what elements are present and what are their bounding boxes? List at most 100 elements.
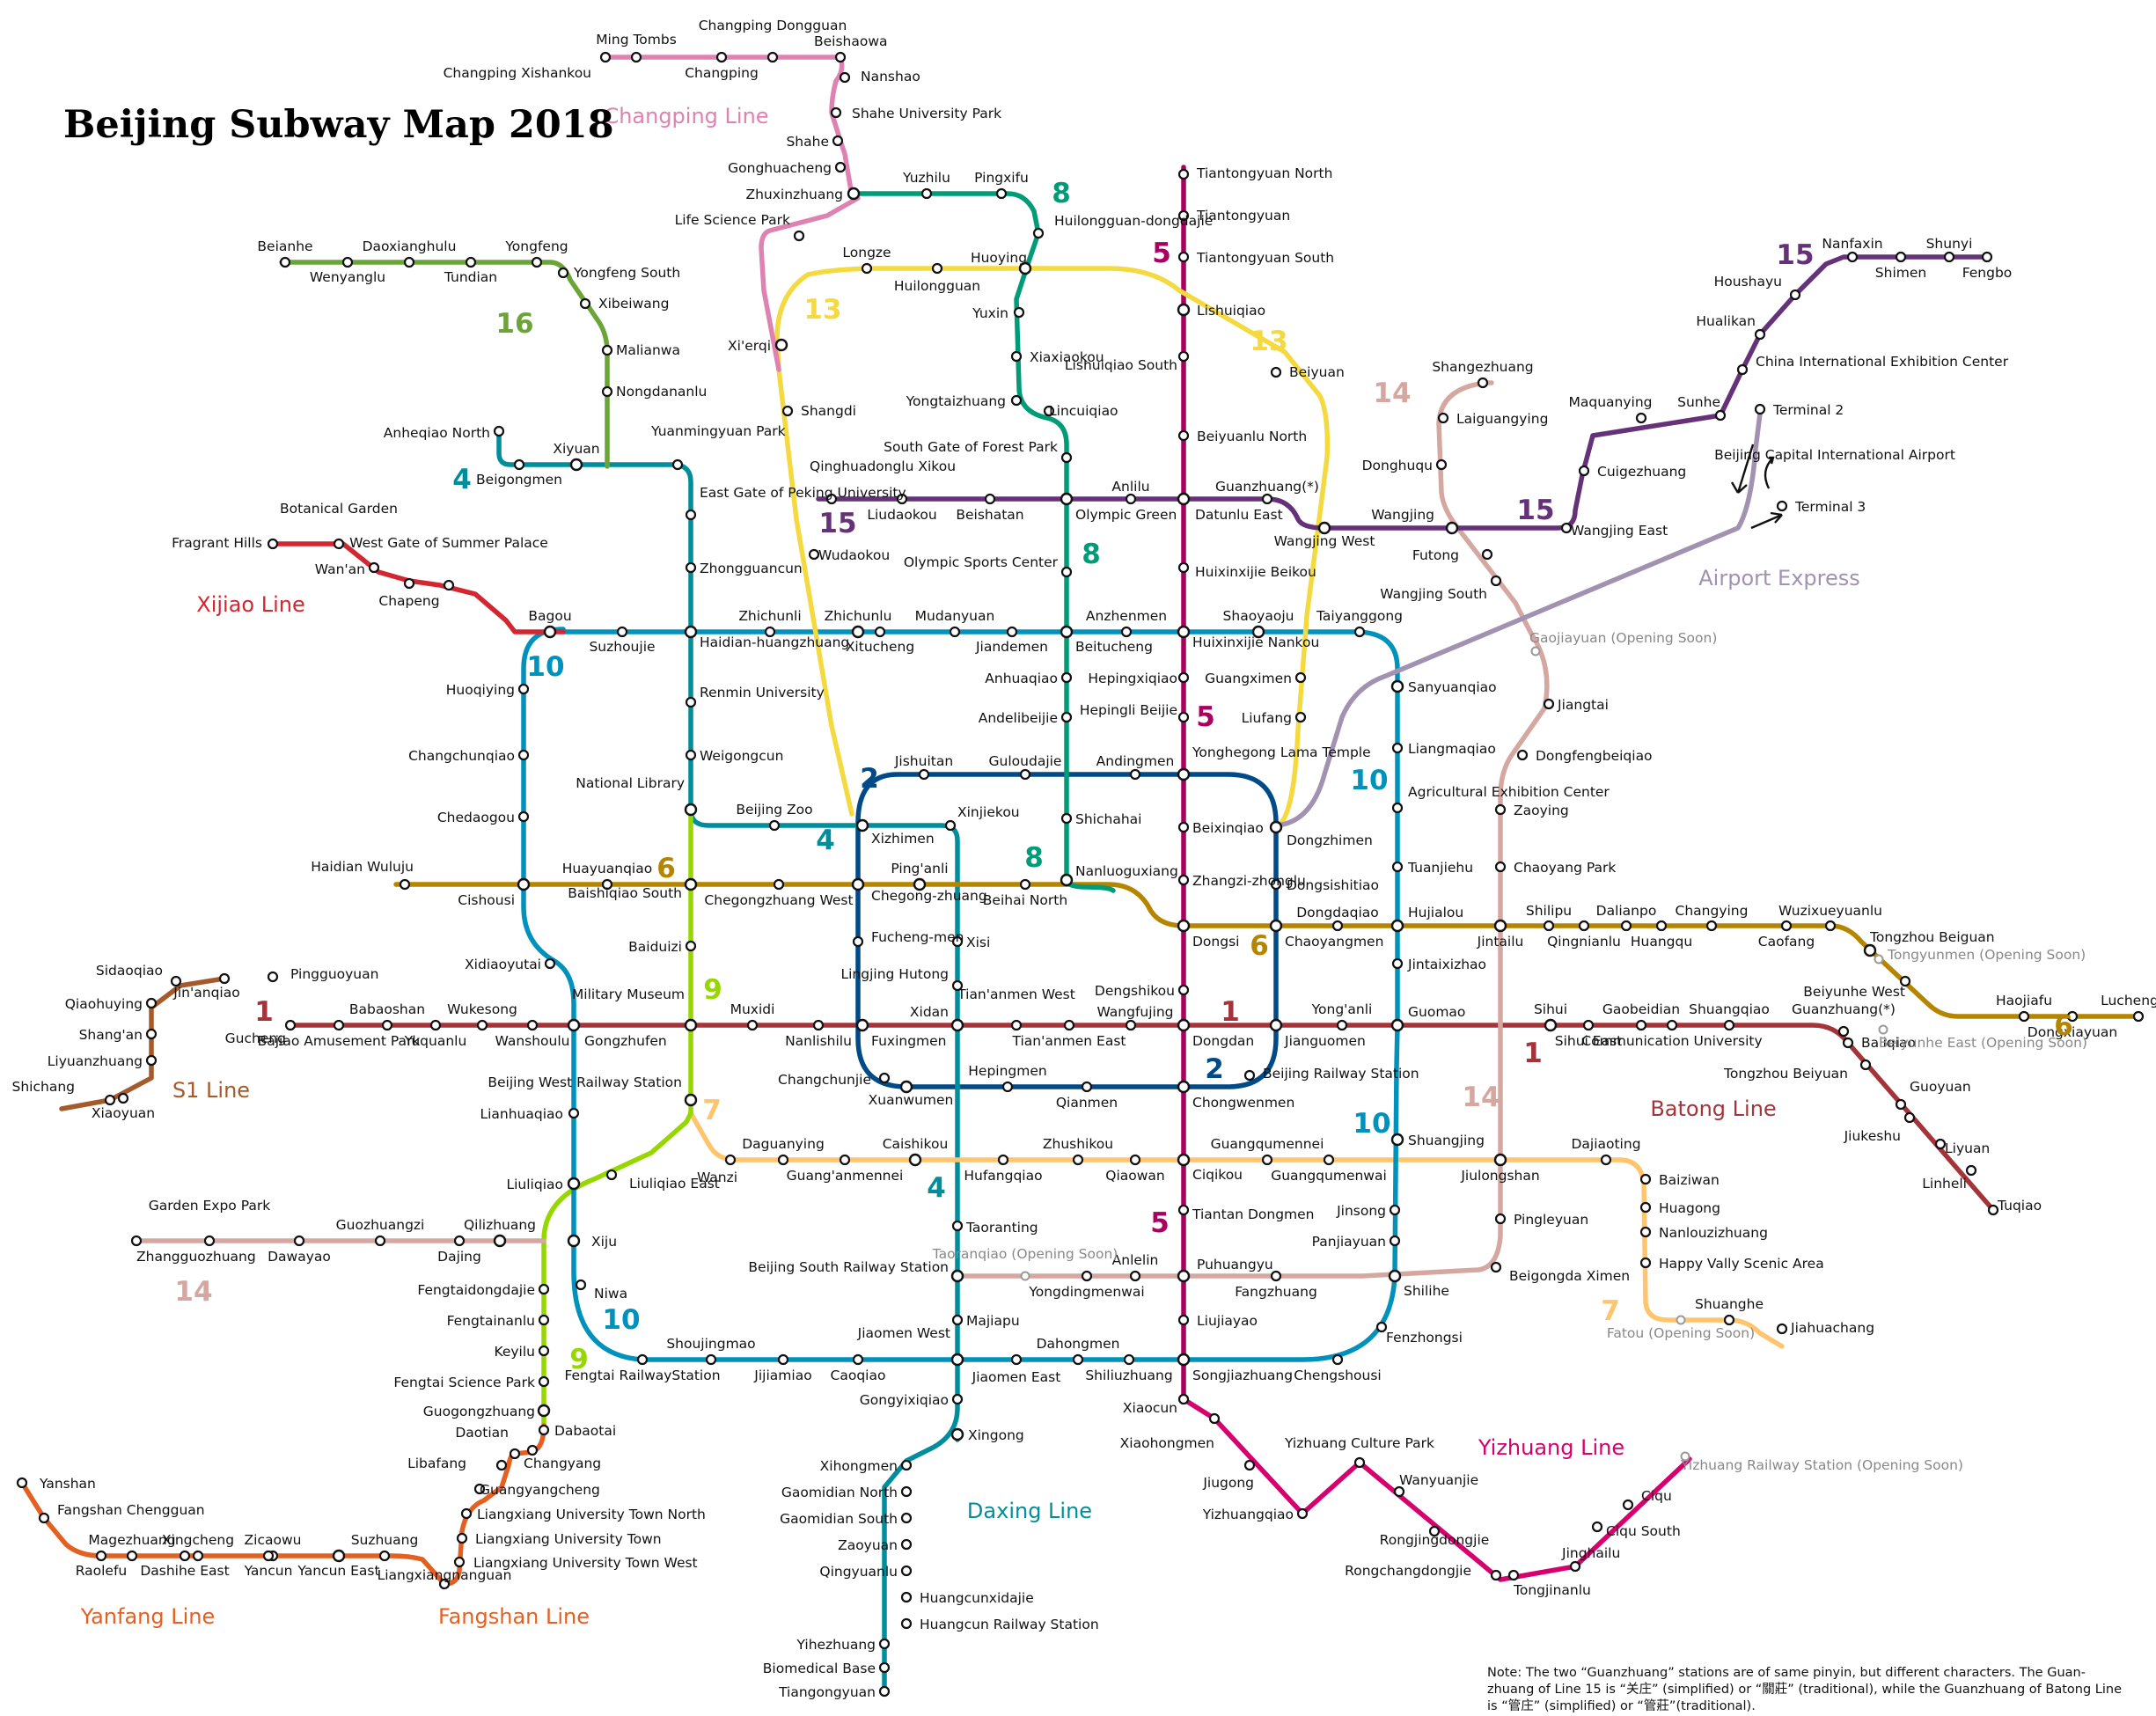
station-label[interactable]: Dalianpo [1596,903,1657,919]
station-label[interactable]: Fragrant Hills [172,535,262,551]
station-marker[interactable] [913,877,927,891]
station-label[interactable]: Yancun [244,1563,293,1579]
station-label[interactable]: Qiaowan [1105,1168,1165,1184]
station-marker[interactable] [1294,711,1307,723]
station-label[interactable]: Beiyuan [1289,364,1345,380]
station-label[interactable]: Sidaoqiao [96,963,163,979]
station-marker[interactable] [1177,1269,1191,1283]
station-label[interactable]: Zicaowu [245,1532,302,1548]
station-label[interactable]: Baishiqiao South [568,885,682,901]
station-label[interactable]: Liangxiang University Town North [477,1507,706,1522]
station-marker[interactable] [1177,1153,1191,1167]
station-label[interactable]: Ciqikou [1192,1167,1243,1183]
station-marker[interactable] [1639,1257,1652,1269]
station-label[interactable]: Lishuiqiao [1197,303,1265,319]
station-marker[interactable] [685,509,697,521]
station-marker[interactable] [1477,377,1489,389]
station-label[interactable]: Mudanyuan [915,608,995,624]
station-label[interactable]: Tian'anmen East [1011,1033,1126,1049]
station-label[interactable]: Liyuanzhuang [48,1053,143,1069]
station-label[interactable]: Qilizhuang [464,1217,536,1233]
station-marker[interactable] [1981,251,1993,263]
station-label[interactable]: Lingjing Hutong [840,966,949,982]
station-label[interactable]: Shimen [1875,265,1926,281]
station-marker[interactable] [1270,366,1282,378]
station-marker[interactable] [951,1220,964,1232]
station-label[interactable]: Xi'erqi [728,338,771,354]
station-marker[interactable] [1060,492,1074,506]
station-marker[interactable] [812,1019,825,1031]
station-marker-opening-soon[interactable] [1874,954,1884,964]
station-marker[interactable] [1388,1269,1402,1283]
station-marker[interactable] [453,1556,466,1568]
station-label[interactable]: Yihezhuang [796,1637,876,1653]
station-label[interactable]: Yongdingmenwai [1028,1284,1144,1300]
station-marker[interactable] [839,71,851,84]
station-label[interactable]: Botanical Garden [280,501,398,517]
station-label[interactable]: China International Exhibition Center [1756,354,2009,370]
station-marker[interactable] [1655,920,1668,932]
station-marker[interactable] [995,187,1008,200]
station-label[interactable]: Shaoyaoju [1223,608,1294,624]
station-marker[interactable] [1060,566,1073,578]
station-label[interactable]: Xiaxiaokou [1030,349,1104,365]
station-marker[interactable] [1754,328,1766,341]
station-marker[interactable] [495,1459,508,1471]
station-label[interactable]: Jiaomen West [857,1325,950,1341]
station-marker[interactable] [476,1019,488,1031]
station-label[interactable]: Tian'anmen West [957,986,1075,1002]
station-label[interactable]: Caishikou [883,1136,949,1152]
station-label[interactable]: Raolefu [76,1563,128,1579]
station-label[interactable]: Wan'an [315,561,365,577]
station-marker[interactable] [1177,874,1190,886]
station-label[interactable]: Beigongmen [476,472,562,488]
station-marker[interactable] [1177,168,1190,180]
station-marker[interactable] [1842,1037,1854,1049]
station-marker[interactable] [374,1235,386,1247]
station-label[interactable]: Shangdi [801,403,856,419]
station-marker[interactable] [438,1578,451,1590]
station-marker[interactable] [878,1685,891,1698]
station-marker[interactable] [267,538,279,550]
station-marker[interactable] [1010,394,1023,407]
station-marker[interactable] [1390,1133,1404,1147]
station-label[interactable]: Andingmen [1096,753,1175,769]
station-label[interactable]: Qianmen [1056,1095,1118,1111]
station-label[interactable]: Huayuanqiao [562,861,652,876]
station-marker[interactable] [443,579,455,591]
station-marker[interactable] [900,1591,913,1603]
station-label[interactable]: Datunlu East [1195,507,1283,523]
station-marker[interactable] [1001,1081,1014,1093]
station-label[interactable]: Wangjing South [1380,586,1487,602]
station-marker[interactable] [1243,1459,1256,1471]
station-label[interactable]: Yuanmingyuan Park [650,423,786,439]
station-label[interactable]: Jishuitan [894,753,953,769]
station-label[interactable]: Guangyangcheng [480,1482,600,1498]
station-marker[interactable] [2066,1010,2079,1023]
station-label[interactable]: Niwa [594,1286,627,1302]
station-label-opening-soon[interactable]: Gaojiayuan (Opening Soon) [1529,630,1717,646]
station-marker[interactable] [267,971,279,983]
station-marker[interactable] [1390,919,1404,933]
station-marker[interactable] [1391,742,1404,754]
station-marker[interactable] [1705,920,1718,932]
station-marker[interactable] [1965,1164,1977,1177]
station-marker[interactable] [1323,1154,1335,1166]
station-marker[interactable] [601,344,613,356]
station-label[interactable]: Changying [1676,903,1749,919]
station-label[interactable]: Shang'an [79,1027,143,1043]
station-marker[interactable] [896,493,908,505]
station-label[interactable]: Nanlishilu [785,1033,852,1049]
station-marker[interactable] [1622,1499,1634,1511]
station-marker[interactable] [685,749,697,761]
station-label[interactable]: Liuliqiao East [629,1176,720,1192]
station-marker-opening-soon[interactable] [1878,1024,1888,1035]
station-label[interactable]: Haidian-huangzhuang [700,634,849,650]
station-marker[interactable] [1208,1412,1221,1425]
station-marker[interactable] [684,877,698,891]
station-marker[interactable] [1261,493,1273,505]
station-marker[interactable] [1269,919,1283,933]
station-label[interactable]: Nanshao [861,69,920,84]
station-marker[interactable] [1243,1069,1256,1082]
station-marker[interactable] [1481,548,1493,561]
